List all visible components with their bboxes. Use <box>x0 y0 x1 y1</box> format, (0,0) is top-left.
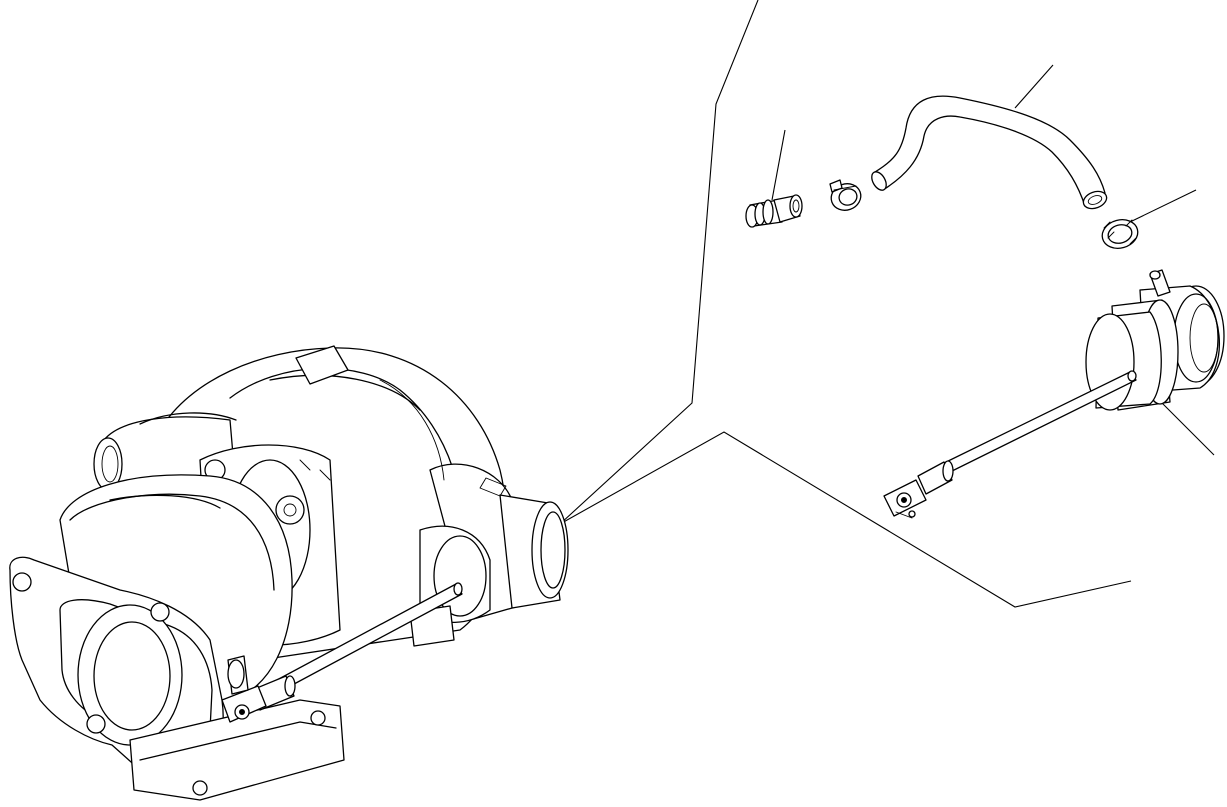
leader-turbo-lower <box>559 431 1132 608</box>
hose-clamp-2 <box>1101 219 1139 249</box>
wastegate-actuator <box>883 269 1225 519</box>
leader-actuator <box>1161 402 1215 456</box>
leader-connector <box>771 129 786 201</box>
leader-lines <box>559 0 1215 608</box>
actuator-hose <box>871 95 1108 210</box>
leader-hose <box>1014 64 1054 109</box>
leader-turbo-upper <box>559 0 759 525</box>
hose-clamp-1 <box>829 179 862 211</box>
turbocharger-assembly <box>9 345 569 801</box>
leader-clamp <box>1129 189 1197 223</box>
hose-connector-fitting <box>745 194 803 228</box>
